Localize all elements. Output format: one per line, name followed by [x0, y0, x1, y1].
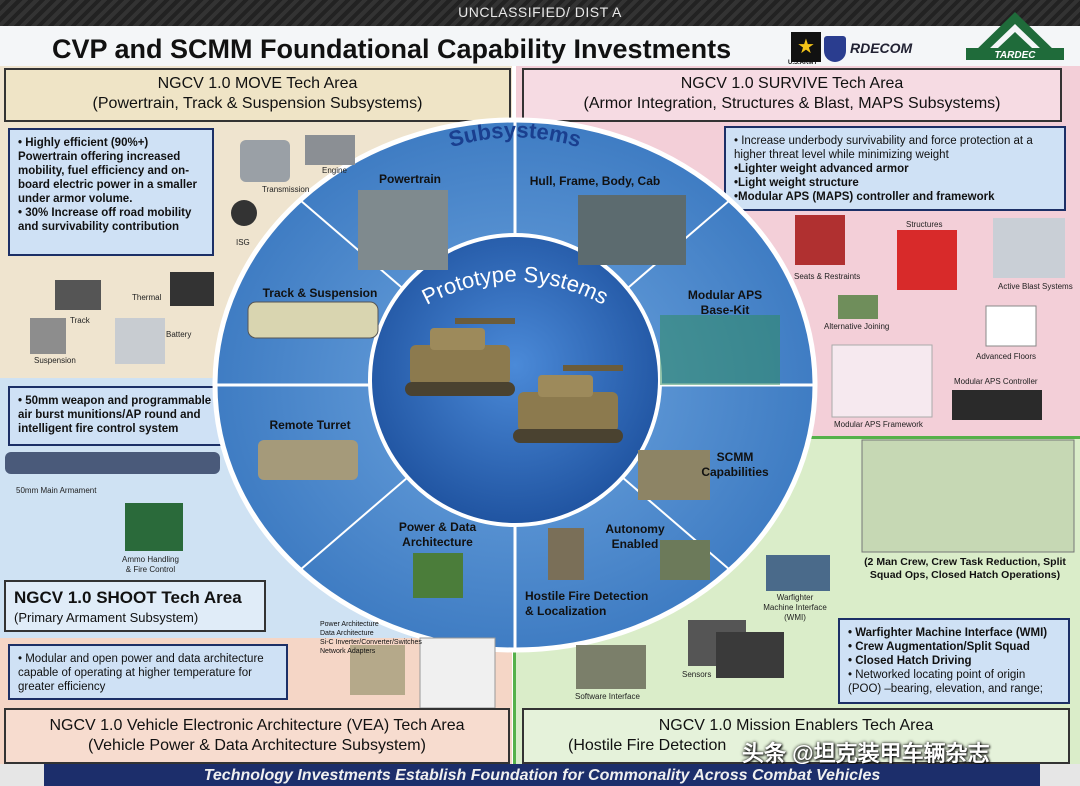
vea-title-line1: NGCV 1.0 Vehicle Electronic Architecture…	[49, 717, 465, 734]
vea-bullet-1: • Modular and open power and data archit…	[18, 653, 264, 693]
node-scmm-line1: SCMM	[716, 450, 754, 464]
wmi-caption-line3: (WMI)	[784, 613, 806, 622]
mission-tech-title: NGCV 1.0 Mission Enablers Tech Area (Hos…	[522, 708, 1070, 764]
vea-tech-title: NGCV 1.0 Vehicle Electronic Architecture…	[4, 708, 510, 764]
shoot-bullets: • 50mm weapon and programmable air burst…	[8, 386, 236, 446]
node-autonomy: Autonomy Enabled	[590, 522, 680, 552]
shoot-tech-title: NGCV 1.0 SHOOT Tech Area (Primary Armame…	[4, 580, 266, 632]
tardec-logo-text: TARDEC	[995, 50, 1037, 61]
survive-tech-title: NGCV 1.0 SURVIVE Tech Area (Armor Integr…	[522, 68, 1062, 122]
vea-bullets: • Modular and open power and data archit…	[8, 644, 288, 700]
move-bullets: • Highly efficient (90%+) Powertrain off…	[8, 128, 214, 256]
header-band	[0, 26, 1080, 66]
move-title-line1: NGCV 1.0 MOVE Tech Area	[157, 75, 358, 92]
shoot-title-line2: (Primary Armament Subsystem)	[14, 610, 199, 625]
vea-title-line2: (Vehicle Power & Data Architecture Subsy…	[88, 737, 426, 754]
ammo-caption: Ammo Handling & Fire Control	[122, 555, 179, 575]
node-remote-turret: Remote Turret	[269, 418, 351, 432]
classification-label: UNCLASSIFIED/ DIST A	[458, 4, 622, 20]
software-interface-caption: Software Interface	[575, 692, 640, 701]
survive-bullet-2: •Lighter weight advanced armor	[734, 163, 909, 175]
node-aps-line2: Base-Kit	[700, 303, 750, 317]
joining-caption: Alternative Joining	[824, 322, 890, 331]
engine-caption: Engine	[322, 166, 347, 175]
mission-bullet-3: • Closed Hatch Driving	[848, 655, 972, 667]
footer-banner: Technology Investments Establish Foundat…	[44, 764, 1040, 786]
wmi-caption: Warfighter Machine Interface (WMI)	[752, 593, 838, 623]
vea-list-item: Data Architecture	[320, 630, 374, 637]
node-aps-base-kit: Modular APS Base-Kit	[670, 288, 780, 318]
page-title: CVP and SCMM Foundational Capability Inv…	[52, 34, 732, 64]
survive-bullet-4: •Modular APS (MAPS) controller and frame…	[734, 191, 995, 203]
node-track-suspension: Track & Suspension	[262, 286, 378, 300]
mission-bullet-2: • Crew Augmentation/Split Squad	[848, 641, 1030, 653]
footer-banner-text: Technology Investments Establish Foundat…	[203, 767, 881, 784]
isg-caption: ISG	[236, 238, 250, 247]
node-scmm-line2: Capabilities	[701, 465, 769, 479]
mission-bullets: • Warfighter Machine Interface (WMI) • C…	[838, 618, 1070, 704]
node-powertrain: Powertrain	[378, 172, 441, 186]
active-blast-caption: Active Blast Systems	[998, 282, 1073, 291]
seats-caption: Seats & Restraints	[794, 272, 861, 281]
wmi-caption-line2: Machine Interface	[763, 603, 827, 612]
aps-framework-caption: Modular APS Framework	[834, 420, 923, 429]
thermal-caption: Thermal	[132, 293, 162, 302]
structures-caption: Structures	[906, 220, 943, 229]
move-bullet-2: • 30% Increase off road mobility and sur…	[18, 207, 192, 233]
ammo-caption-line1: Ammo Handling	[122, 555, 179, 564]
classification-bar: UNCLASSIFIED/ DIST A	[0, 0, 1080, 26]
vea-component-list: Power Architecture Data Architecture Si-…	[320, 620, 422, 656]
watermark: 头条 @坦克装甲车辆杂志	[742, 741, 990, 766]
mission-divider-vertical	[513, 436, 516, 766]
aps-controller-caption: Modular APS Controller	[954, 377, 1038, 386]
node-aps-line1: Modular APS	[687, 288, 763, 302]
vea-list-item: Network Adapters	[320, 648, 376, 655]
army-star-icon: ★	[791, 32, 821, 62]
survive-title-line1: NGCV 1.0 SURVIVE Tech Area	[680, 75, 904, 92]
mission-title-line2: (Hostile Fire Detection	[568, 737, 727, 754]
node-hfd-line2: & Localization	[525, 604, 607, 618]
mission-divider-horizontal	[515, 436, 1080, 439]
shoot-title-line1: NGCV 1.0 SHOOT Tech Area	[14, 588, 242, 607]
tardec-logo: TARDEC	[966, 12, 1064, 61]
mission-bullet-1: • Warfighter Machine Interface (WMI)	[848, 627, 1048, 639]
node-hull: Hull, Frame, Body, Cab	[529, 174, 661, 188]
sensors-caption: Sensors	[682, 670, 712, 679]
move-tech-title: NGCV 1.0 MOVE Tech Area (Powertrain, Tra…	[4, 68, 511, 122]
armament-caption: 50mm Main Armament	[16, 486, 97, 495]
classification-stripe	[0, 0, 1080, 26]
mission-title-line1: NGCV 1.0 Mission Enablers Tech Area	[658, 717, 934, 734]
survive-bullets: • Increase underbody survivability and f…	[724, 126, 1066, 211]
advanced-floors-caption: Advanced Floors	[976, 352, 1037, 361]
move-bullet-1: • Highly efficient (90%+) Powertrain off…	[18, 137, 197, 205]
node-autonomy-line1: Autonomy	[605, 522, 665, 536]
rdecom-shield-icon	[824, 36, 846, 62]
node-power-data: Power & Data Architecture	[385, 520, 490, 550]
move-title-line2: (Powertrain, Track & Suspension Subsyste…	[92, 95, 423, 112]
survive-title-line2: (Armor Integration, Structures & Blast, …	[583, 95, 1001, 112]
vea-list-item: Power Architecture	[320, 621, 379, 628]
transmission-caption: Transmission	[262, 185, 310, 194]
shoot-bullet-1: • 50mm weapon and programmable air burst…	[18, 395, 212, 435]
survive-bullet-1: • Increase underbody survivability and f…	[734, 135, 1033, 161]
rdecom-logo-text: RDECOM	[850, 40, 913, 56]
node-hostile-fire: Hostile Fire Detection & Localization	[525, 589, 665, 619]
suspension-caption: Suspension	[34, 356, 76, 365]
ammo-caption-line2: & Fire Control	[125, 565, 176, 574]
node-scmm: SCMM Capabilities	[690, 450, 780, 480]
wmi-caption-line1: Warfighter	[776, 593, 814, 602]
mission-bullet-4: • Networked locating point of origin (PO…	[848, 669, 1043, 695]
node-power-line2: Architecture	[402, 535, 473, 549]
node-autonomy-line2: Enabled	[611, 537, 659, 551]
track-caption: Track	[70, 316, 90, 325]
army-logo-label: U.S.ARMY	[788, 60, 818, 66]
vea-list-item: Si-C Inverter/Converter/Switches	[320, 639, 422, 646]
node-power-line1: Power & Data	[398, 520, 477, 534]
battery-caption: Battery	[166, 330, 192, 339]
rdecom-logo: RDECOM	[824, 34, 926, 64]
survive-bullet-3: •Light weight structure	[734, 177, 859, 189]
crew-ops-caption: (2 Man Crew, Crew Task Reduction, Split …	[864, 556, 1066, 581]
node-hfd-line1: Hostile Fire Detection	[525, 589, 649, 603]
